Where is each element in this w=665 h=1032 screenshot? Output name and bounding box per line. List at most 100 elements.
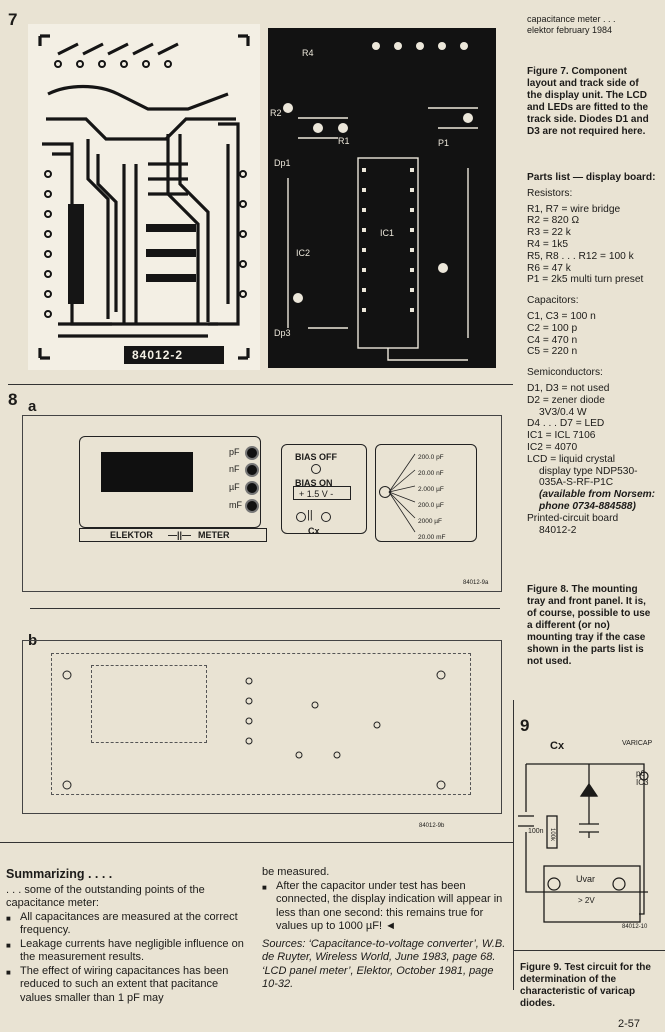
bias-off-label: BIAS OFF (295, 452, 337, 462)
source-1: Sources: ‘Capacitance-to-voltage convert… (262, 937, 506, 964)
range-led-pf (245, 446, 259, 460)
component-layout-tracks (38, 34, 250, 364)
track-label-dp1: Dp1 (274, 158, 291, 168)
resistor-item: R6 = 47 k (527, 262, 571, 274)
scale-label: 20.00 nF (418, 470, 444, 477)
mounting-holes (62, 670, 446, 790)
range-led-mf (245, 499, 259, 513)
article-reference: capacitance meter . . . elektor february… (527, 14, 616, 36)
bias-panel (281, 444, 367, 534)
resistor-value: 100k (549, 828, 555, 842)
range-led-nf (245, 463, 259, 477)
semi-item: D1, D3 = not used (527, 382, 610, 394)
track-label-p1: P1 (438, 138, 450, 148)
semi-item: 035A-S-RF-P1C (539, 477, 614, 489)
scale-label: 200.0 µF (418, 502, 444, 509)
front-panel: pF nF µF mF ELEKTOR —||— METER BIAS OFF … (22, 415, 502, 592)
semi-item: display type NDP530- (539, 465, 638, 477)
semiconductors-title: Semiconductors: (527, 367, 603, 379)
summary-bullet: The effect of wiring capacitances has be… (6, 965, 252, 1006)
figure-8b-code: 84012-9b (419, 823, 445, 829)
lcd-display (101, 452, 193, 492)
pcb-number: 84012-2 (539, 524, 577, 536)
figure-divider (8, 384, 513, 385)
figure-9-code: 84012-10 (622, 924, 648, 930)
semi-item: IC2 = 4070 (527, 441, 578, 453)
range-led-uf (245, 481, 259, 495)
semi-item: IC1 = ICL 7106 (527, 430, 596, 442)
resistor-item: R5, R8 . . . R12 = 100 k (527, 250, 634, 262)
display-cutout (91, 665, 207, 743)
capacitor-item: C5 = 220 n (527, 346, 578, 358)
selector-rays (388, 453, 416, 533)
parts-list: Parts list — display board: Resistors: R… (527, 172, 663, 536)
capacitor-symbol: —||— (168, 530, 192, 540)
resistor-item: P1 = 2k5 multi turn preset (527, 274, 644, 286)
figure-7-number: 7 (8, 10, 18, 29)
scale-label: 2.000 µF (418, 486, 444, 493)
summary-bullet: After the capacitor under test has been … (262, 880, 506, 934)
mounting-tray: 84012-9b (22, 640, 502, 829)
component-layout-board: 84012-2 (28, 24, 260, 370)
range-label-pf: pF (229, 447, 240, 457)
figure-8-number: 8 (8, 390, 18, 409)
resistor-item: R3 = 22 k (527, 227, 571, 239)
figure-9-number: 9 (520, 716, 530, 735)
brand-right: METER (198, 530, 230, 540)
display-window-frame (79, 436, 261, 528)
summary-right-column: be measured. After the capacitor under t… (262, 866, 506, 992)
range-label-uf: µF (229, 482, 240, 492)
resistors-title: Resistors: (527, 187, 573, 199)
range-label-nf: nF (229, 464, 240, 474)
pin-label: p6 (636, 769, 645, 778)
range-label-mf: mF (229, 500, 242, 510)
bias-voltage-box (293, 486, 351, 500)
reference-issue: elektor february 1984 (527, 25, 613, 35)
summary-title: Summarizing . . . . (6, 867, 113, 881)
summary-intro: . . . some of the outstanding points of … (6, 883, 205, 910)
summary-left-column: Summarizing . . . . . . . some of the ou… (6, 867, 252, 1006)
test-capacitor-symbol: || (307, 509, 313, 521)
dimension-line (30, 608, 500, 609)
scale-label: 2000 µF (418, 518, 442, 525)
supplier-phone: phone 0734-884588) (539, 500, 636, 512)
test-terminal-right (321, 512, 331, 522)
source-2: ‘LCD panel meter’, Elektor, October 1981… (262, 964, 494, 991)
capacitor-value: 100n (528, 828, 544, 835)
tray-outline (51, 653, 471, 795)
figure-8a-label: a (28, 398, 37, 415)
resistor-item: R4 = 1k5 (527, 238, 569, 250)
supplier-note: (available from Norsem: (539, 489, 656, 501)
board-code-label: 84012-2 (132, 348, 184, 362)
uvar-label: Uvar (576, 874, 596, 884)
track-side-board: R4 R2 R1 P1 IC1 IC2 Dp1 Dp3 (268, 28, 496, 368)
cx-label: Cx (308, 526, 320, 536)
capacitors-title: Capacitors: (527, 295, 579, 307)
column-divider (513, 700, 514, 990)
bias-voltage-label: + 1.5 V - (299, 489, 334, 499)
test-terminal-left (296, 512, 306, 522)
summary-bullet: All capacitances are measured at the cor… (6, 911, 252, 938)
end-mark: ◄ (385, 920, 396, 932)
fig9-caption-rule (513, 950, 665, 951)
figure-7-caption: Figure 7. Component layout and track sid… (527, 66, 649, 137)
track-label-ic2: IC2 (296, 248, 311, 258)
summary-bullet: Leakage currents have negligible influen… (6, 938, 252, 965)
range-scale-panel (375, 444, 477, 542)
track-label-r2: R2 (270, 108, 282, 118)
semi-item: 3V3/0.4 W (539, 406, 587, 418)
track-label-dp3: Dp3 (274, 328, 291, 338)
brand-left: ELEKTOR (110, 530, 153, 540)
brand-strip: ELEKTOR —||— METER (79, 528, 267, 542)
figure-8a-code: 84012-9a (463, 580, 489, 586)
varicap-label: VARICAP (622, 740, 653, 747)
track-label-r1: R1 (338, 136, 350, 146)
semi-item: D2 = zener diode (527, 394, 605, 406)
reference-title: capacitance meter . . . (527, 14, 616, 24)
semi-item: D4 . . . D7 = LED (527, 418, 605, 430)
figure-8-caption: Figure 8. The mounting tray and front pa… (527, 584, 651, 667)
figure-9-circuit: Cx VARICAP p6 IC3 100n 100k Uvar > 2V 84… (514, 736, 664, 946)
resistor-item: R2 = 820 Ω (527, 215, 580, 227)
cx-label: Cx (550, 740, 565, 752)
test-circuit-schematic (518, 763, 649, 923)
